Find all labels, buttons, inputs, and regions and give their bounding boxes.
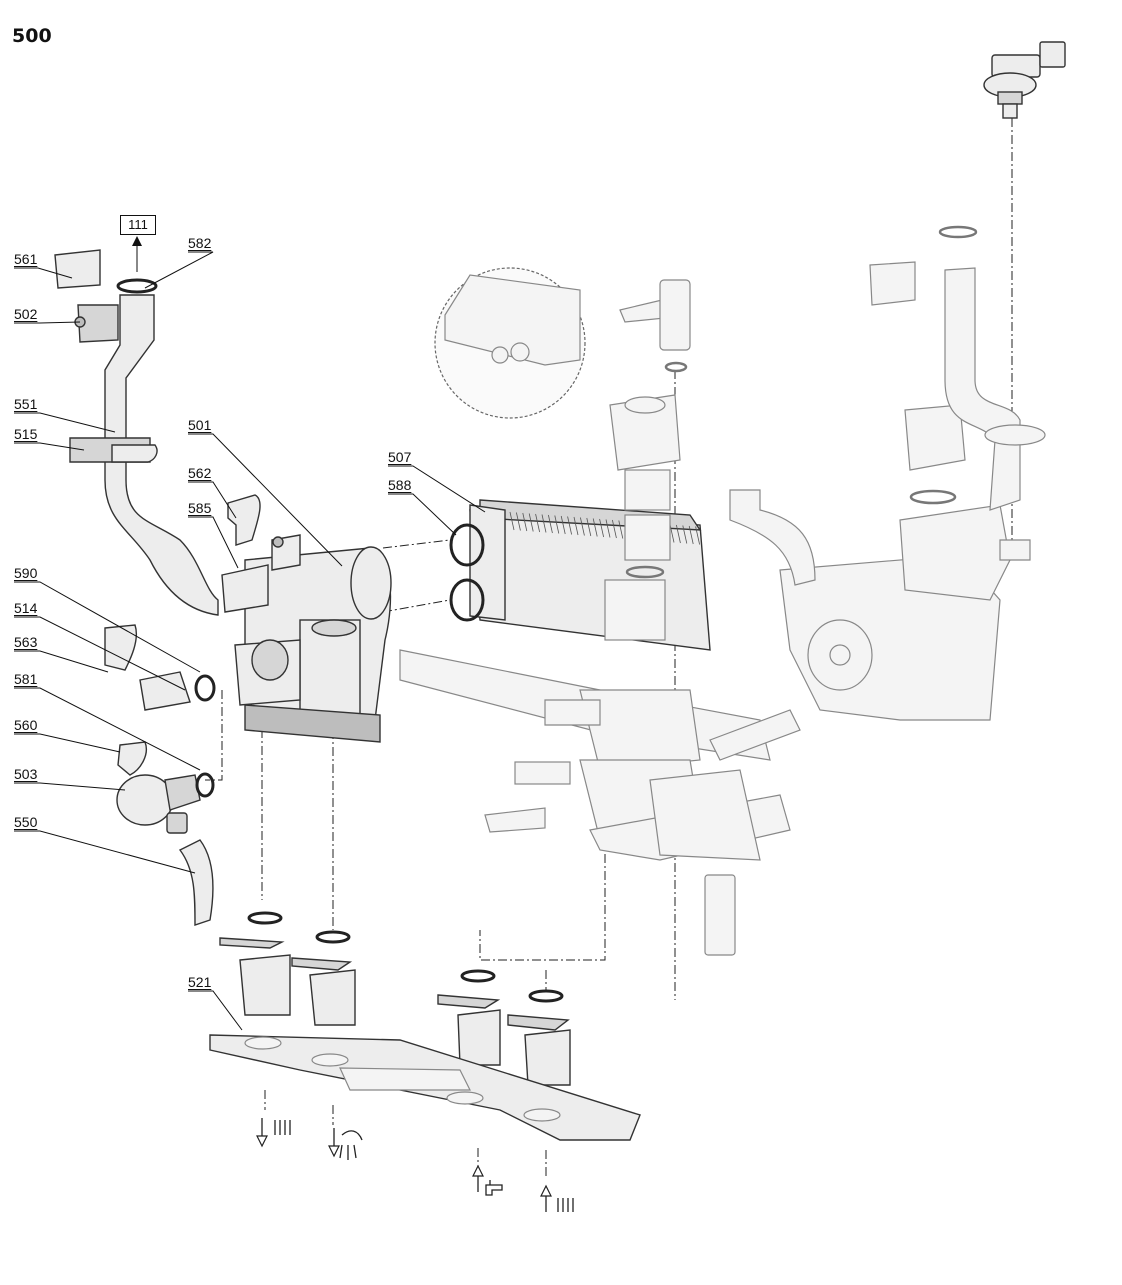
heat-exchanger-fin <box>573 516 579 536</box>
arrow-down-radiator-icon <box>256 1118 291 1148</box>
clip-part <box>54 249 119 343</box>
reference-box-111: 111 <box>120 215 156 235</box>
arrow-up-icon <box>132 236 142 246</box>
callout-590: 590 <box>14 565 38 581</box>
callout-507: 507 <box>388 449 412 465</box>
heat-exchanger-fin <box>599 518 604 538</box>
callout-550: 550 <box>14 814 38 830</box>
outlet-pipe-part <box>69 278 219 616</box>
heat-exchanger-fin <box>605 519 611 538</box>
safety-valve-part <box>104 624 216 926</box>
callout-503: 503 <box>14 766 38 782</box>
heat-exchanger-fin <box>586 517 592 537</box>
bottom-connection-fittings <box>219 911 571 1086</box>
callout-560: 560 <box>14 717 38 733</box>
callout-581: 581 <box>14 671 38 687</box>
heat-exchanger-fin <box>509 511 515 531</box>
heat-exchanger-fin <box>528 513 534 532</box>
heat-exchanger-fin <box>682 525 688 544</box>
retaining-clip-part <box>227 494 261 546</box>
heat-exchanger-fin <box>695 526 700 545</box>
callout-551: 551 <box>14 396 38 412</box>
callout-582: 582 <box>188 235 212 251</box>
heat-exchanger-fin <box>554 515 560 534</box>
heat-exchanger-fin <box>541 514 547 533</box>
heat-exchanger-fin <box>688 525 694 545</box>
heat-exchanger-fin <box>580 517 585 536</box>
pump-assembly-part <box>729 225 1046 721</box>
callout-588: 588 <box>388 477 412 493</box>
ghost-hydraulic-assembly <box>399 649 801 956</box>
callout-521: 521 <box>188 974 212 990</box>
callout-562: 562 <box>188 465 212 481</box>
callout-514: 514 <box>14 600 38 616</box>
callout-501: 501 <box>188 417 212 433</box>
heat-exchanger-fin <box>612 519 617 539</box>
heat-exchanger-fin <box>592 518 598 537</box>
mounting-bracket-part <box>209 1034 641 1141</box>
heat-exchanger-fin <box>522 512 528 532</box>
callout-515: 515 <box>14 426 38 442</box>
heat-exchanger-fin <box>516 512 521 531</box>
page-title: 500 <box>12 25 52 47</box>
heat-exchanger-fin <box>618 520 624 539</box>
callout-563: 563 <box>14 634 38 650</box>
heat-exchanger-fin <box>567 516 572 535</box>
detail-magnifier <box>434 267 586 419</box>
heat-exchanger-fin <box>548 514 553 534</box>
callout-561: 561 <box>14 251 38 267</box>
callout-585: 585 <box>188 500 212 516</box>
heat-exchanger-fin <box>676 524 681 544</box>
heat-exchanger-fin <box>560 515 566 535</box>
arrow-down-shower-icon <box>328 1128 363 1160</box>
arrow-up-radiator-icon <box>540 1184 574 1212</box>
callout-leaders <box>14 251 486 1031</box>
arrow-up-tap-icon <box>472 1164 503 1196</box>
diverter-valve-part <box>604 279 691 641</box>
plate-heat-exchanger-part <box>449 499 711 651</box>
pressure-switch-part <box>983 41 1066 119</box>
assembly-guide-lines <box>205 118 1013 1178</box>
hydraulic-block-part <box>221 534 392 743</box>
heat-exchanger-fin <box>535 513 540 533</box>
callout-502: 502 <box>14 306 38 322</box>
heat-exchanger-fin <box>669 524 675 543</box>
